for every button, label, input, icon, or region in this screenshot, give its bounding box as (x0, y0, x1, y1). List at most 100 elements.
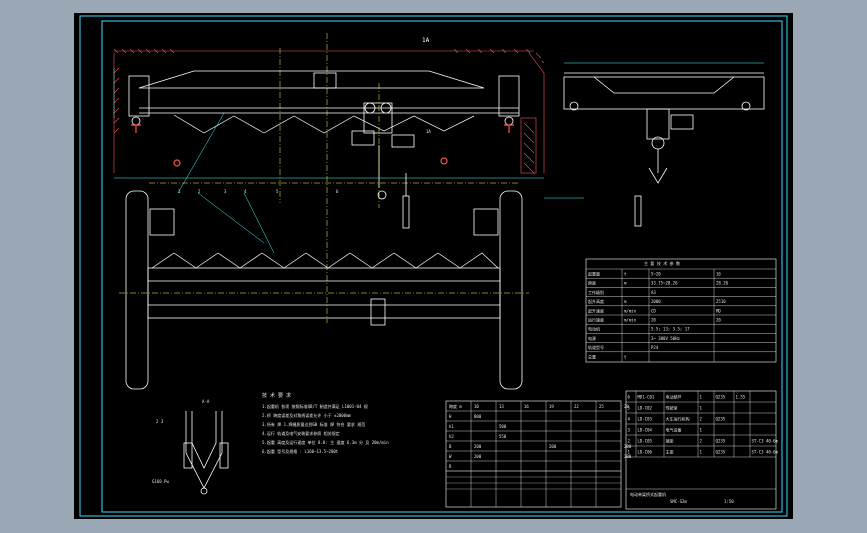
span-cell: W (449, 454, 452, 459)
title-block-name: 电动单梁桥式起重机 (630, 491, 666, 497)
parts-cell: LD-C06 (638, 450, 653, 455)
span-cell: 16 (524, 404, 529, 409)
params-cell: 3~ 380V 50Hz (651, 336, 680, 341)
dim-lines (113, 68, 544, 179)
view-label-top: 1A (422, 37, 430, 44)
params-cell: 33.75~28.26 (651, 281, 678, 286)
span-cell: 10 (474, 404, 479, 409)
params-cell: 起升速度 (588, 307, 604, 313)
params-cell: 运行速度 (588, 317, 604, 323)
detail-callout: 2 3 (156, 419, 164, 424)
parts-cell: LD-C03 (638, 417, 653, 422)
parts-cell: 2 (700, 439, 703, 444)
params-cell: MD (716, 308, 721, 313)
params-cell: t (624, 272, 627, 277)
rail-red (131, 124, 514, 167)
parts-cell: 1.55 (736, 395, 746, 400)
params-cell: 2000 (651, 299, 661, 304)
params-cell: 20 (651, 318, 656, 323)
parts-cell: LD-C02 (638, 406, 653, 411)
params-cell: m (624, 299, 627, 304)
note-1: 1.起重机 各项 按照标准QB/T 制造并满足 L1001-04 规 (262, 403, 368, 409)
span-cell: 200 (549, 444, 557, 449)
parts-cell: Q235 (716, 395, 726, 400)
note-4: 4.运行 轨道及电气安装要求参照 相关规定 (262, 430, 340, 436)
params-cell: 5~20 (651, 272, 661, 277)
inner-frame (101, 20, 783, 513)
params-cell: 电源 (588, 335, 596, 341)
params-cell: m/min (624, 308, 637, 313)
params-cell: 电动机 (588, 326, 600, 332)
front-elevation-view: 1A (113, 33, 642, 323)
leader-lines (177, 112, 275, 254)
note-5: 5.起重 高度及运行速度 单位 8.0: 主 速度 6.3m 分 及 20m/m… (262, 439, 389, 445)
params-cell: CD (651, 308, 656, 313)
span-cell: 200 (474, 444, 482, 449)
parts-cell: 6 (628, 395, 631, 400)
technical-notes: 技 术 要 求 1.起重机 各项 按照标准QB/T 制造并满足 L1001-04… (262, 392, 389, 454)
parts-cell: ST-C3 40-6m (752, 450, 779, 455)
pendant-controls (402, 173, 642, 229)
span-cell: 跨度 m (449, 403, 462, 409)
params-cell: A3 (651, 290, 656, 295)
params-cell: m/min (624, 318, 637, 323)
outer-frame (79, 15, 788, 517)
params-cell: 起重量 (588, 271, 600, 277)
end-view (563, 72, 765, 184)
detail-a-a: A-A 2 3 G160 Pw (152, 399, 229, 495)
parts-cell: 大车运行机构 (666, 416, 690, 422)
parts-cell: 驾驶室 (666, 405, 678, 411)
params-cell: 16 (716, 272, 721, 277)
parts-cell: 3 (628, 428, 631, 433)
parts-cell: 电动葫芦 (666, 394, 682, 400)
svg-text:2: 2 (198, 189, 201, 194)
parts-cell: 2 (628, 439, 631, 444)
svg-text:5: 5 (276, 189, 279, 194)
span-cell: 25 (599, 404, 604, 409)
span-cell: 19 (549, 404, 554, 409)
params-cell: t (624, 354, 627, 359)
span-cell: 200 (624, 454, 632, 459)
span-cell: 550 (499, 434, 507, 439)
plan-view (119, 190, 529, 390)
parts-cell: LD-C04 (638, 428, 653, 433)
span-cell: 800 (474, 414, 482, 419)
params-cell: 起升高度 (588, 298, 604, 304)
crane-drawing: 1A (79, 15, 788, 517)
params-cell: 总重 (588, 353, 596, 359)
svg-text:1: 1 (178, 189, 181, 194)
notes-heading: 技 术 要 求 (262, 392, 291, 399)
params-cell: 2510 (716, 299, 726, 304)
svg-text:6: 6 (336, 189, 339, 194)
span-cell: 200 (624, 444, 632, 449)
span-cell: H (449, 414, 452, 419)
note-2: 2.桥 跨度误差及对角线误差允许 小于 ±2000mm (262, 412, 351, 418)
span-cell: 200 (474, 454, 482, 459)
section-mark: 1A (426, 129, 431, 134)
note-3: 3.所有 焊 1.焊缝质量达到GB 标准 焊 符合 要求 规范 (262, 421, 365, 427)
parts-cell: 1 (628, 450, 631, 455)
parts-cell: 1 (700, 428, 703, 433)
span-cell: h1 (449, 424, 454, 429)
title-block-spec: SMC-S2m (670, 499, 687, 504)
detail-note: G160 Pw (152, 479, 169, 484)
span-cell: B (449, 444, 452, 449)
span-cell: 13 (499, 404, 504, 409)
parts-cell: 电气设备 (666, 427, 682, 433)
parts-cell: 5 (628, 406, 631, 411)
electric-hoist (351, 102, 415, 200)
wall-hatch-left (113, 48, 534, 173)
params-cell: 跨度 (588, 280, 596, 286)
svg-text:3: 3 (224, 189, 227, 194)
detail-section-label: A-A (202, 399, 210, 404)
girder-truss (173, 114, 475, 134)
wall-hatch-right (520, 52, 545, 174)
parts-cell: Q235 (716, 439, 726, 444)
parts-cell: 1 (700, 395, 703, 400)
title-block-scale: 1:50 (724, 499, 734, 504)
params-cell: 工作级别 (588, 289, 604, 295)
parts-cell: 2 (700, 417, 703, 422)
cad-viewport[interactable]: 1A (74, 13, 793, 519)
